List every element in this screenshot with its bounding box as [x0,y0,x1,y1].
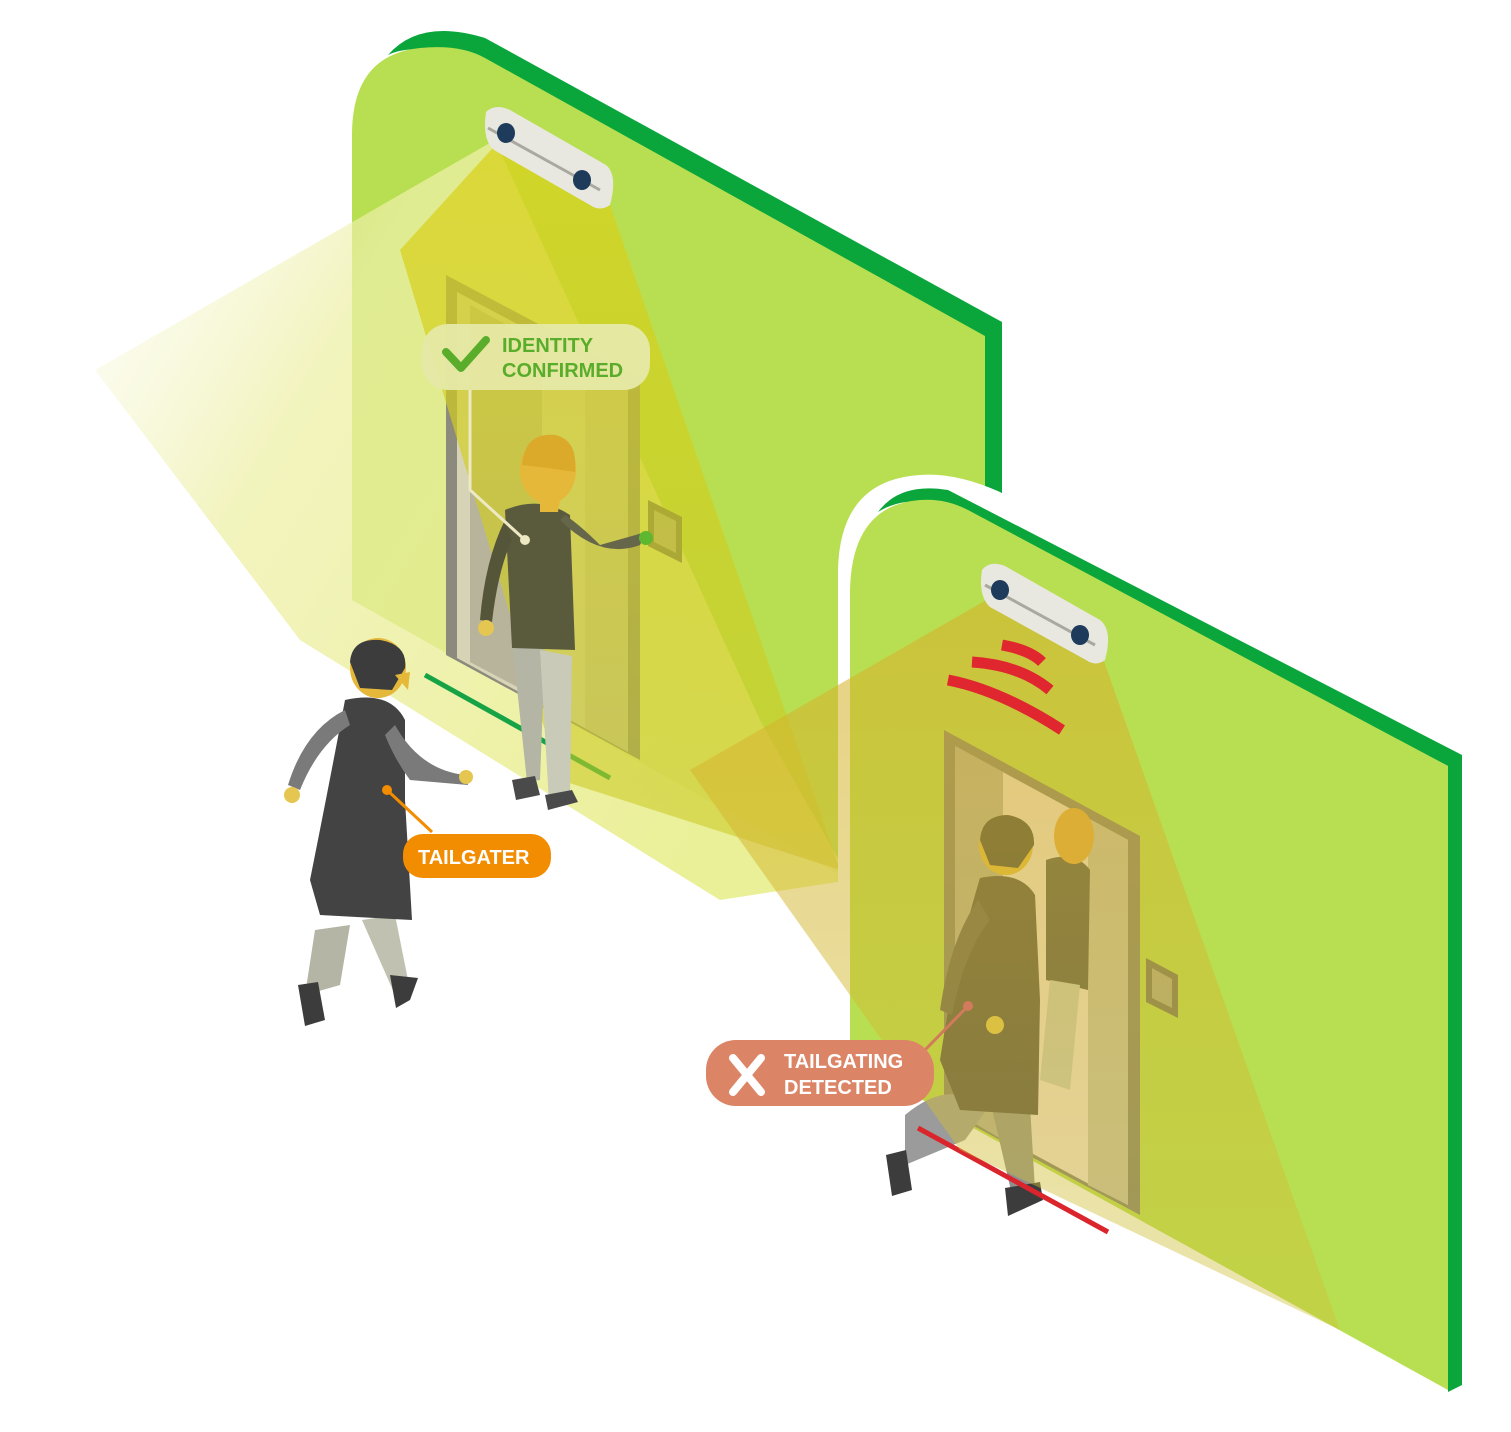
alarm-waves-icon [946,639,1065,735]
identity-confirmed-pill [422,324,650,390]
tailgating-detected-callout: TAILGATING DETECTED [706,1001,973,1106]
right-sensor [981,563,1109,664]
tailgater-person [284,638,473,1026]
tailgating-label-line2: DETECTED [784,1077,892,1099]
right-sensor-beam [690,595,1340,1330]
left-wall-top-edge [388,30,1002,499]
identity-leader-line [468,390,527,542]
right-wall-side [1448,758,1462,1392]
left-sensor [485,106,614,209]
left-wall-side [985,322,1002,498]
left-sensor-beam [400,140,840,870]
tailgater-leader-line [385,788,434,834]
identity-label-line2: CONFIRMED [502,360,623,382]
right-door-threshold [916,1125,1110,1235]
x-mark-icon [729,1054,765,1096]
tailgating-leader-line [923,1004,970,1052]
tailgater-pill [403,834,551,878]
checkmark-icon [442,336,490,372]
identity-label-line1: IDENTITY [502,335,594,357]
tailgating-label-line1: TAILGATING [784,1051,903,1073]
tailgater-callout: TAILGATER [382,785,551,878]
tailgater-label: TAILGATER [418,847,530,869]
identity-confirmed-callout: IDENTITY CONFIRMED [422,324,650,545]
